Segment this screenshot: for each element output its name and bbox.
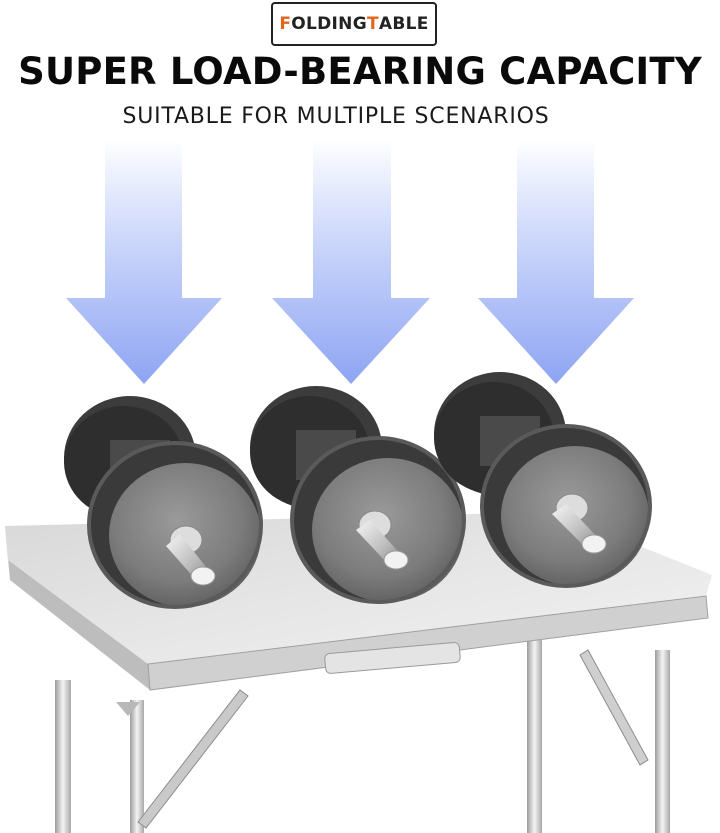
arrow-down-icon [66, 140, 222, 384]
arrow-down-icon [478, 140, 634, 384]
subhead: SUITABLE FOR MULTIPLE SCENARIOS [122, 104, 550, 129]
table-legs [55, 640, 670, 833]
badge-text-2: ABLE [378, 14, 429, 34]
badge-accent-f: F [279, 14, 292, 34]
dumbbell-icon [250, 386, 466, 604]
badge-text-1: OLDING [291, 14, 367, 34]
badge-accent-t: T [366, 14, 379, 34]
headline: SUPER LOAD-BEARING CAPACITY [18, 50, 702, 93]
arrow-down-icon [272, 140, 430, 384]
dumbbell-icon [64, 396, 263, 609]
dumbbell-icon [434, 372, 652, 588]
